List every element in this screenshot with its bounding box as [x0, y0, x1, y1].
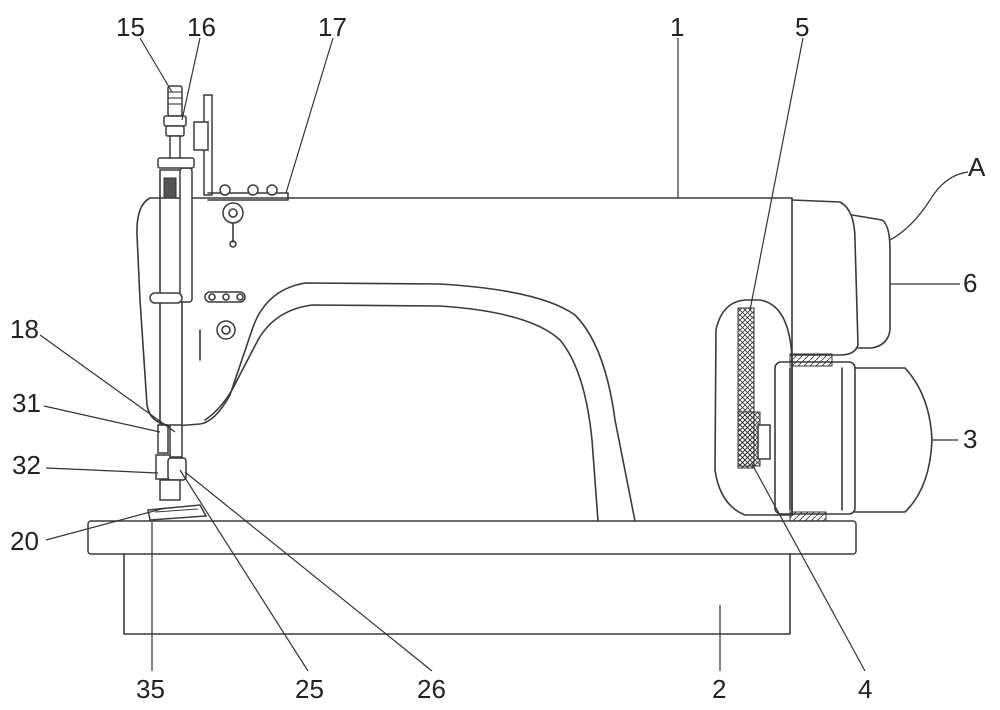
label-3: 3 — [963, 424, 977, 454]
label-17: 17 — [318, 12, 347, 42]
reference-labels: 15 16 17 1 5 A 6 18 31 32 3 20 35 25 26 … — [10, 12, 986, 704]
label-16: 16 — [187, 12, 216, 42]
label-2: 2 — [712, 674, 726, 704]
label-6: 6 — [963, 268, 977, 298]
label-A: A — [968, 152, 986, 182]
label-5: 5 — [795, 12, 809, 42]
drive-housing — [714, 199, 933, 522]
label-31: 31 — [12, 388, 41, 418]
thread-guide — [193, 94, 289, 248]
label-26: 26 — [417, 674, 446, 704]
needle-head — [149, 167, 246, 427]
presser-spring — [157, 85, 195, 169]
label-15: 15 — [116, 12, 145, 42]
label-1: 1 — [670, 12, 684, 42]
label-20: 20 — [10, 526, 39, 556]
leader-lines — [39, 37, 969, 672]
label-4: 4 — [858, 674, 872, 704]
machine-base — [87, 520, 857, 635]
label-25: 25 — [295, 674, 324, 704]
label-35: 35 — [136, 674, 165, 704]
label-18: 18 — [10, 314, 39, 344]
label-32: 32 — [12, 450, 41, 480]
presser-foot — [147, 424, 208, 521]
